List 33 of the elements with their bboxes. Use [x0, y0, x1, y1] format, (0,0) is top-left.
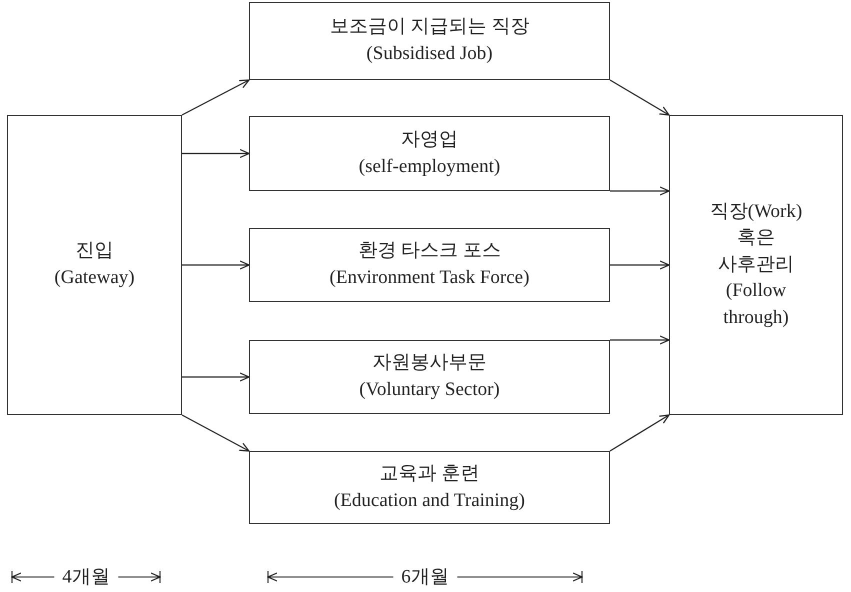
arrow [182, 372, 250, 382]
box-text: (Environment Task Force) [330, 266, 530, 290]
box-text: 보조금이 지급되는 직장 [330, 15, 530, 40]
box-text: 직장(Work) 혹은 사후관리 [708, 200, 804, 277]
arrow [182, 260, 250, 270]
arrow [610, 414, 670, 452]
process-box [669, 115, 843, 415]
arrow [610, 186, 670, 196]
box-text: (self-employment) [358, 154, 500, 178]
arrow [182, 414, 250, 452]
arrow [610, 335, 670, 345]
process-box [249, 228, 610, 302]
box-text: (Education and Training) [334, 488, 526, 512]
process-box [7, 115, 182, 415]
arrow [182, 148, 250, 158]
arrow [182, 79, 250, 116]
box-text: 자영업 [401, 128, 458, 152]
process-box [249, 2, 610, 80]
box-text: (Gateway) [54, 266, 135, 290]
process-box [249, 340, 610, 414]
duration-label: 4개월 [54, 568, 118, 586]
box-text: 자원봉사부문 [372, 351, 486, 376]
box-text: (Voluntary Sector) [359, 378, 500, 402]
arrow [610, 260, 670, 270]
arrow [610, 79, 670, 116]
box-text: 진입 [76, 239, 114, 264]
duration-label: 6개월 [393, 568, 457, 586]
box-text: (Subsidised Job) [366, 42, 493, 66]
box-text: (Follow through) [722, 279, 790, 330]
box-text: 교육과 훈련 [380, 462, 480, 486]
process-box [249, 451, 610, 524]
box-text: 환경 타스크 포스 [358, 239, 501, 264]
process-box [249, 116, 610, 191]
